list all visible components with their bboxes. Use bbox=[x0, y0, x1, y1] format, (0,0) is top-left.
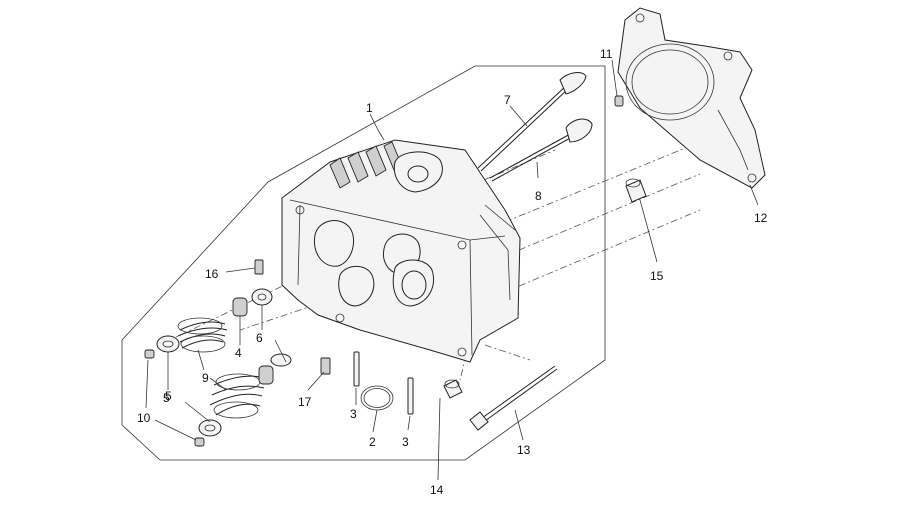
spring-seat-upper bbox=[251, 288, 273, 306]
valve-exhaust bbox=[489, 118, 593, 182]
callout-2: 2 bbox=[369, 435, 376, 449]
stud-right bbox=[407, 377, 414, 415]
spring-retainer-upper bbox=[156, 335, 180, 353]
callout-3-right: 3 bbox=[402, 435, 409, 449]
fitting bbox=[443, 379, 463, 399]
callout-11: 11 bbox=[600, 47, 613, 61]
assembly-frame bbox=[121, 65, 606, 461]
head-gasket bbox=[617, 7, 766, 189]
valve-cotter-upper bbox=[144, 349, 155, 359]
leader-lines bbox=[145, 59, 759, 481]
o-ring bbox=[360, 385, 394, 411]
callout-7: 7 bbox=[504, 93, 511, 107]
valve-stem-seal-upper bbox=[232, 297, 248, 317]
callout-10: 10 bbox=[137, 411, 151, 425]
spring-retainer-lower bbox=[198, 419, 222, 437]
callout-labels: 1 2 3 3 4 5 5 6 7 8 9 10 11 12 13 14 15 … bbox=[137, 47, 768, 497]
callout-1: 1 bbox=[366, 101, 373, 115]
valve-intake bbox=[477, 72, 587, 172]
dowel-pin-small bbox=[614, 95, 624, 107]
callout-14: 14 bbox=[430, 483, 444, 497]
callout-17: 17 bbox=[298, 395, 312, 409]
callout-12: 12 bbox=[754, 211, 768, 225]
stud-left bbox=[353, 351, 360, 387]
cylinder-head bbox=[281, 139, 521, 363]
callout-3-left: 3 bbox=[350, 407, 357, 421]
plug-screw bbox=[254, 259, 264, 275]
long-bolt bbox=[469, 365, 558, 431]
callout-8: 8 bbox=[535, 189, 542, 203]
callout-5-bottom: 5 bbox=[165, 389, 172, 403]
valve-spring-lower bbox=[209, 373, 267, 419]
valve-cotter-lower bbox=[194, 437, 205, 447]
dowel-bushing bbox=[625, 178, 647, 203]
callout-5-top: 5 bbox=[163, 391, 170, 405]
callout-4: 4 bbox=[235, 346, 242, 360]
valve-spring-upper bbox=[177, 317, 228, 353]
callout-9: 9 bbox=[202, 371, 209, 385]
callout-16: 16 bbox=[205, 267, 219, 281]
callout-15: 15 bbox=[650, 269, 664, 283]
valve-stem-seal-lower bbox=[258, 365, 274, 385]
spring-seat-lower bbox=[270, 353, 292, 367]
callout-13: 13 bbox=[517, 443, 531, 457]
callout-6: 6 bbox=[256, 331, 263, 345]
stud-screw bbox=[320, 357, 331, 375]
